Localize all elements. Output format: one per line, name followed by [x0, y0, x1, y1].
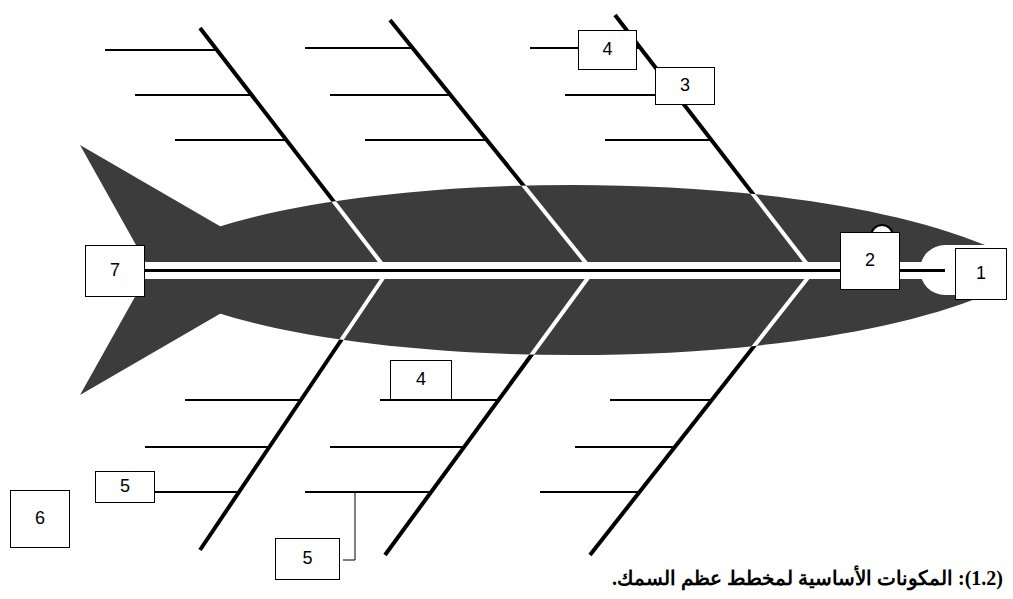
sub-cause-line: [575, 446, 675, 448]
callout-number: 6: [35, 509, 45, 529]
callout-number: 2: [865, 251, 875, 271]
callout-box: 5: [275, 538, 340, 580]
callout-box: 1: [955, 248, 1007, 300]
callout-box: 4: [390, 360, 452, 400]
sub-cause-line: [185, 399, 301, 401]
sub-cause-line: [610, 399, 712, 401]
figure-caption: (1.2): المكونات الأساسية لمخطط عظم السمك…: [610, 566, 1005, 590]
callout-number: 1: [976, 264, 986, 284]
inner-bone: [200, 28, 385, 268]
callout-box: 4: [578, 30, 637, 70]
inner-bone: [615, 15, 810, 268]
sub-cause-line: [145, 446, 269, 448]
sub-cause-line: [540, 491, 640, 493]
inner-bone: [590, 275, 810, 555]
sub-cause-line: [175, 139, 286, 141]
callout-box: 6: [10, 490, 70, 548]
callout-box: 3: [655, 67, 715, 105]
spine: [145, 262, 945, 279]
leader-line: [343, 492, 355, 560]
sub-cause-line: [330, 94, 450, 96]
callout-box: 7: [85, 245, 145, 297]
callout-number: 4: [416, 370, 426, 390]
sub-cause-line: [605, 139, 712, 141]
callout-number: 5: [120, 477, 130, 497]
sub-cause-line: [365, 139, 487, 141]
sub-cause-line: [105, 49, 217, 51]
inner-bone: [200, 275, 385, 550]
sub-cause-line: [155, 491, 239, 493]
callout-box: 2: [840, 232, 900, 290]
inner-bones: [200, 15, 810, 555]
callout-number: 7: [110, 261, 120, 281]
callout-number: 5: [302, 549, 312, 569]
spine-core: [145, 269, 945, 272]
inner-bone: [390, 20, 590, 268]
sub-cause-line: [305, 491, 431, 493]
callout-number: 4: [602, 40, 612, 60]
inner-bone: [385, 275, 590, 555]
sub-cause-line: [135, 94, 252, 96]
callout-box: 5: [95, 471, 155, 503]
sub-cause-line: [305, 47, 413, 49]
callout-number: 3: [680, 76, 690, 96]
sub-cause-line: [330, 446, 464, 448]
